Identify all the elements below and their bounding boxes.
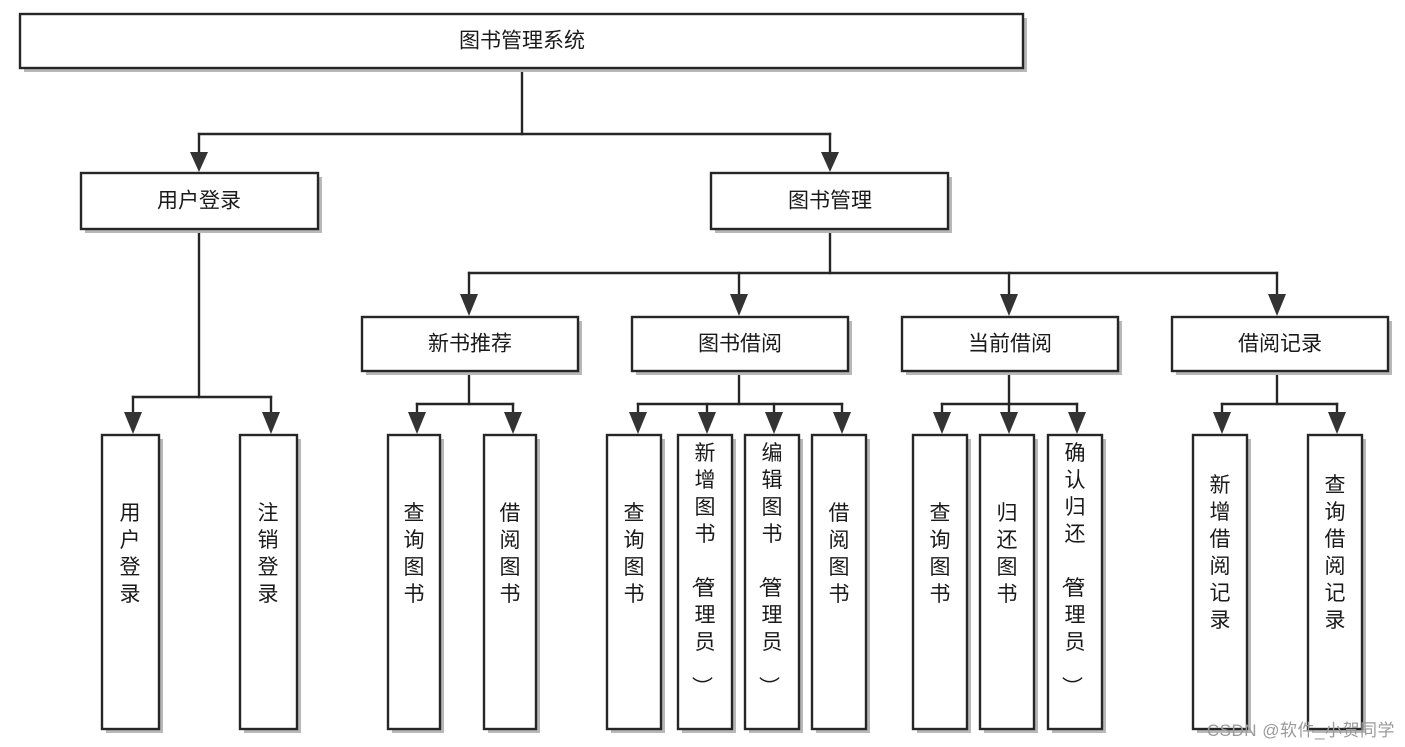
node-user-login[interactable]: 用户登录 bbox=[79, 171, 322, 233]
node-user-login-label: 用户登录 bbox=[157, 190, 241, 213]
node-leaf-query-book-1-label: 查询图书 bbox=[404, 502, 425, 606]
arrowhead-leaf-borrow-book-1 bbox=[504, 412, 522, 434]
arrowhead-book-manage bbox=[821, 152, 839, 172]
node-leaf-query-record-box bbox=[1306, 433, 1364, 731]
node-root-box bbox=[18, 12, 1025, 70]
arrowhead-leaf-add-book bbox=[698, 412, 716, 434]
node-current-borrow-label: 当前借阅 bbox=[968, 333, 1052, 356]
node-user-login-box bbox=[79, 171, 320, 231]
node-leaf-logout-label: 注销登录 bbox=[258, 502, 279, 606]
node-book-borrow[interactable]: 图书借阅 bbox=[630, 315, 852, 375]
node-new-book-rec-label: 新书推荐 bbox=[428, 333, 512, 356]
node-new-book-rec-box bbox=[360, 315, 580, 373]
arrowhead-leaf-edit-book bbox=[765, 412, 783, 434]
arrowhead-leaf-query-book-3 bbox=[933, 412, 951, 434]
node-leaf-add-record-label: 新增借阅记录 bbox=[1210, 474, 1231, 632]
node-leaf-query-book-3-label: 查询图书 bbox=[930, 502, 951, 606]
arrowhead-borrow-record bbox=[1268, 294, 1286, 316]
node-leaf-confirm-return-label: 确认归还（管理员） bbox=[1060, 442, 1086, 697]
arrowhead-leaf-return-book bbox=[1000, 412, 1018, 434]
node-borrow-record-label: 借阅记录 bbox=[1238, 333, 1322, 356]
node-leaf-query-book-2[interactable]: 查询图书 bbox=[605, 433, 665, 733]
arrowhead-leaf-user-login bbox=[124, 412, 142, 434]
node-leaf-borrow-book-1-label: 借阅图书 bbox=[500, 502, 521, 606]
node-leaf-edit-book[interactable]: 编辑图书（管理员） bbox=[743, 433, 803, 733]
arrowhead-leaf-borrow-book-2 bbox=[833, 412, 851, 434]
node-leaf-borrow-book-2-box bbox=[810, 433, 868, 731]
node-leaf-query-record[interactable]: 查询借阅记录 bbox=[1306, 433, 1366, 733]
node-leaf-query-book-2-label: 查询图书 bbox=[624, 502, 645, 606]
node-book-borrow-box bbox=[630, 315, 850, 373]
arrowhead-leaf-query-record bbox=[1328, 412, 1346, 434]
arrowhead-leaf-query-book-2 bbox=[629, 412, 647, 434]
arrowhead-book-borrow bbox=[730, 294, 748, 316]
node-leaf-add-book-label: 新增图书（管理员） bbox=[690, 442, 716, 697]
arrowhead-leaf-query-book-1 bbox=[408, 412, 426, 434]
node-leaf-edit-book-label: 编辑图书（管理员） bbox=[757, 442, 783, 697]
node-leaf-add-book[interactable]: 新增图书（管理员） bbox=[676, 433, 736, 733]
node-leaf-confirm-return[interactable]: 确认归还（管理员） bbox=[1046, 433, 1106, 733]
node-leaf-user-login-label: 用户登录 bbox=[120, 502, 141, 606]
node-book-manage-label: 图书管理 bbox=[788, 190, 872, 213]
node-current-borrow[interactable]: 当前借阅 bbox=[900, 315, 1122, 375]
node-leaf-borrow-book-1[interactable]: 借阅图书 bbox=[482, 433, 540, 733]
node-leaf-logout-box bbox=[238, 433, 299, 731]
node-current-borrow-box bbox=[900, 315, 1120, 373]
node-leaf-user-login-box bbox=[100, 433, 161, 731]
node-leaf-add-book-box bbox=[676, 433, 734, 731]
node-leaf-add-record-box bbox=[1191, 433, 1249, 731]
node-leaf-query-book-3[interactable]: 查询图书 bbox=[911, 433, 971, 733]
arrowhead-user-login bbox=[190, 152, 208, 172]
node-leaf-return-book-label: 归还图书 bbox=[997, 502, 1018, 606]
arrowhead-leaf-add-record bbox=[1213, 412, 1231, 434]
node-book-borrow-label: 图书借阅 bbox=[698, 333, 782, 356]
node-leaf-add-record[interactable]: 新增借阅记录 bbox=[1191, 433, 1251, 733]
node-leaf-return-book[interactable]: 归还图书 bbox=[978, 433, 1038, 733]
node-leaf-query-book-3-box bbox=[911, 433, 969, 731]
node-leaf-query-book-2-box bbox=[605, 433, 663, 731]
arrowhead-new-book-rec bbox=[460, 294, 478, 316]
arrowhead-current-borrow bbox=[1000, 294, 1018, 316]
node-leaf-borrow-book-1-box bbox=[482, 433, 538, 731]
arrowhead-leaf-confirm-return bbox=[1068, 412, 1086, 434]
node-borrow-record-box bbox=[1170, 315, 1390, 373]
node-leaf-query-book-1[interactable]: 查询图书 bbox=[386, 433, 444, 733]
node-leaf-query-book-1-box bbox=[386, 433, 442, 731]
arrowhead-leaf-logout bbox=[262, 412, 280, 434]
node-leaf-user-login[interactable]: 用户登录 bbox=[100, 433, 163, 733]
node-leaf-confirm-return-box bbox=[1046, 433, 1104, 731]
node-book-manage[interactable]: 图书管理 bbox=[709, 171, 952, 233]
node-leaf-borrow-book-2[interactable]: 借阅图书 bbox=[810, 433, 870, 733]
node-borrow-record[interactable]: 借阅记录 bbox=[1170, 315, 1392, 375]
node-leaf-logout[interactable]: 注销登录 bbox=[238, 433, 301, 733]
node-leaf-query-record-label: 查询借阅记录 bbox=[1325, 474, 1346, 632]
node-leaf-return-book-box bbox=[978, 433, 1036, 731]
connector-layer bbox=[124, 68, 1346, 434]
node-leaf-borrow-book-2-label: 借阅图书 bbox=[829, 502, 850, 606]
node-root[interactable]: 图书管理系统 bbox=[18, 12, 1027, 72]
node-book-manage-box bbox=[709, 171, 950, 231]
node-root-label: 图书管理系统 bbox=[459, 30, 585, 53]
node-new-book-rec[interactable]: 新书推荐 bbox=[360, 315, 582, 375]
node-leaf-edit-book-box bbox=[743, 433, 801, 731]
